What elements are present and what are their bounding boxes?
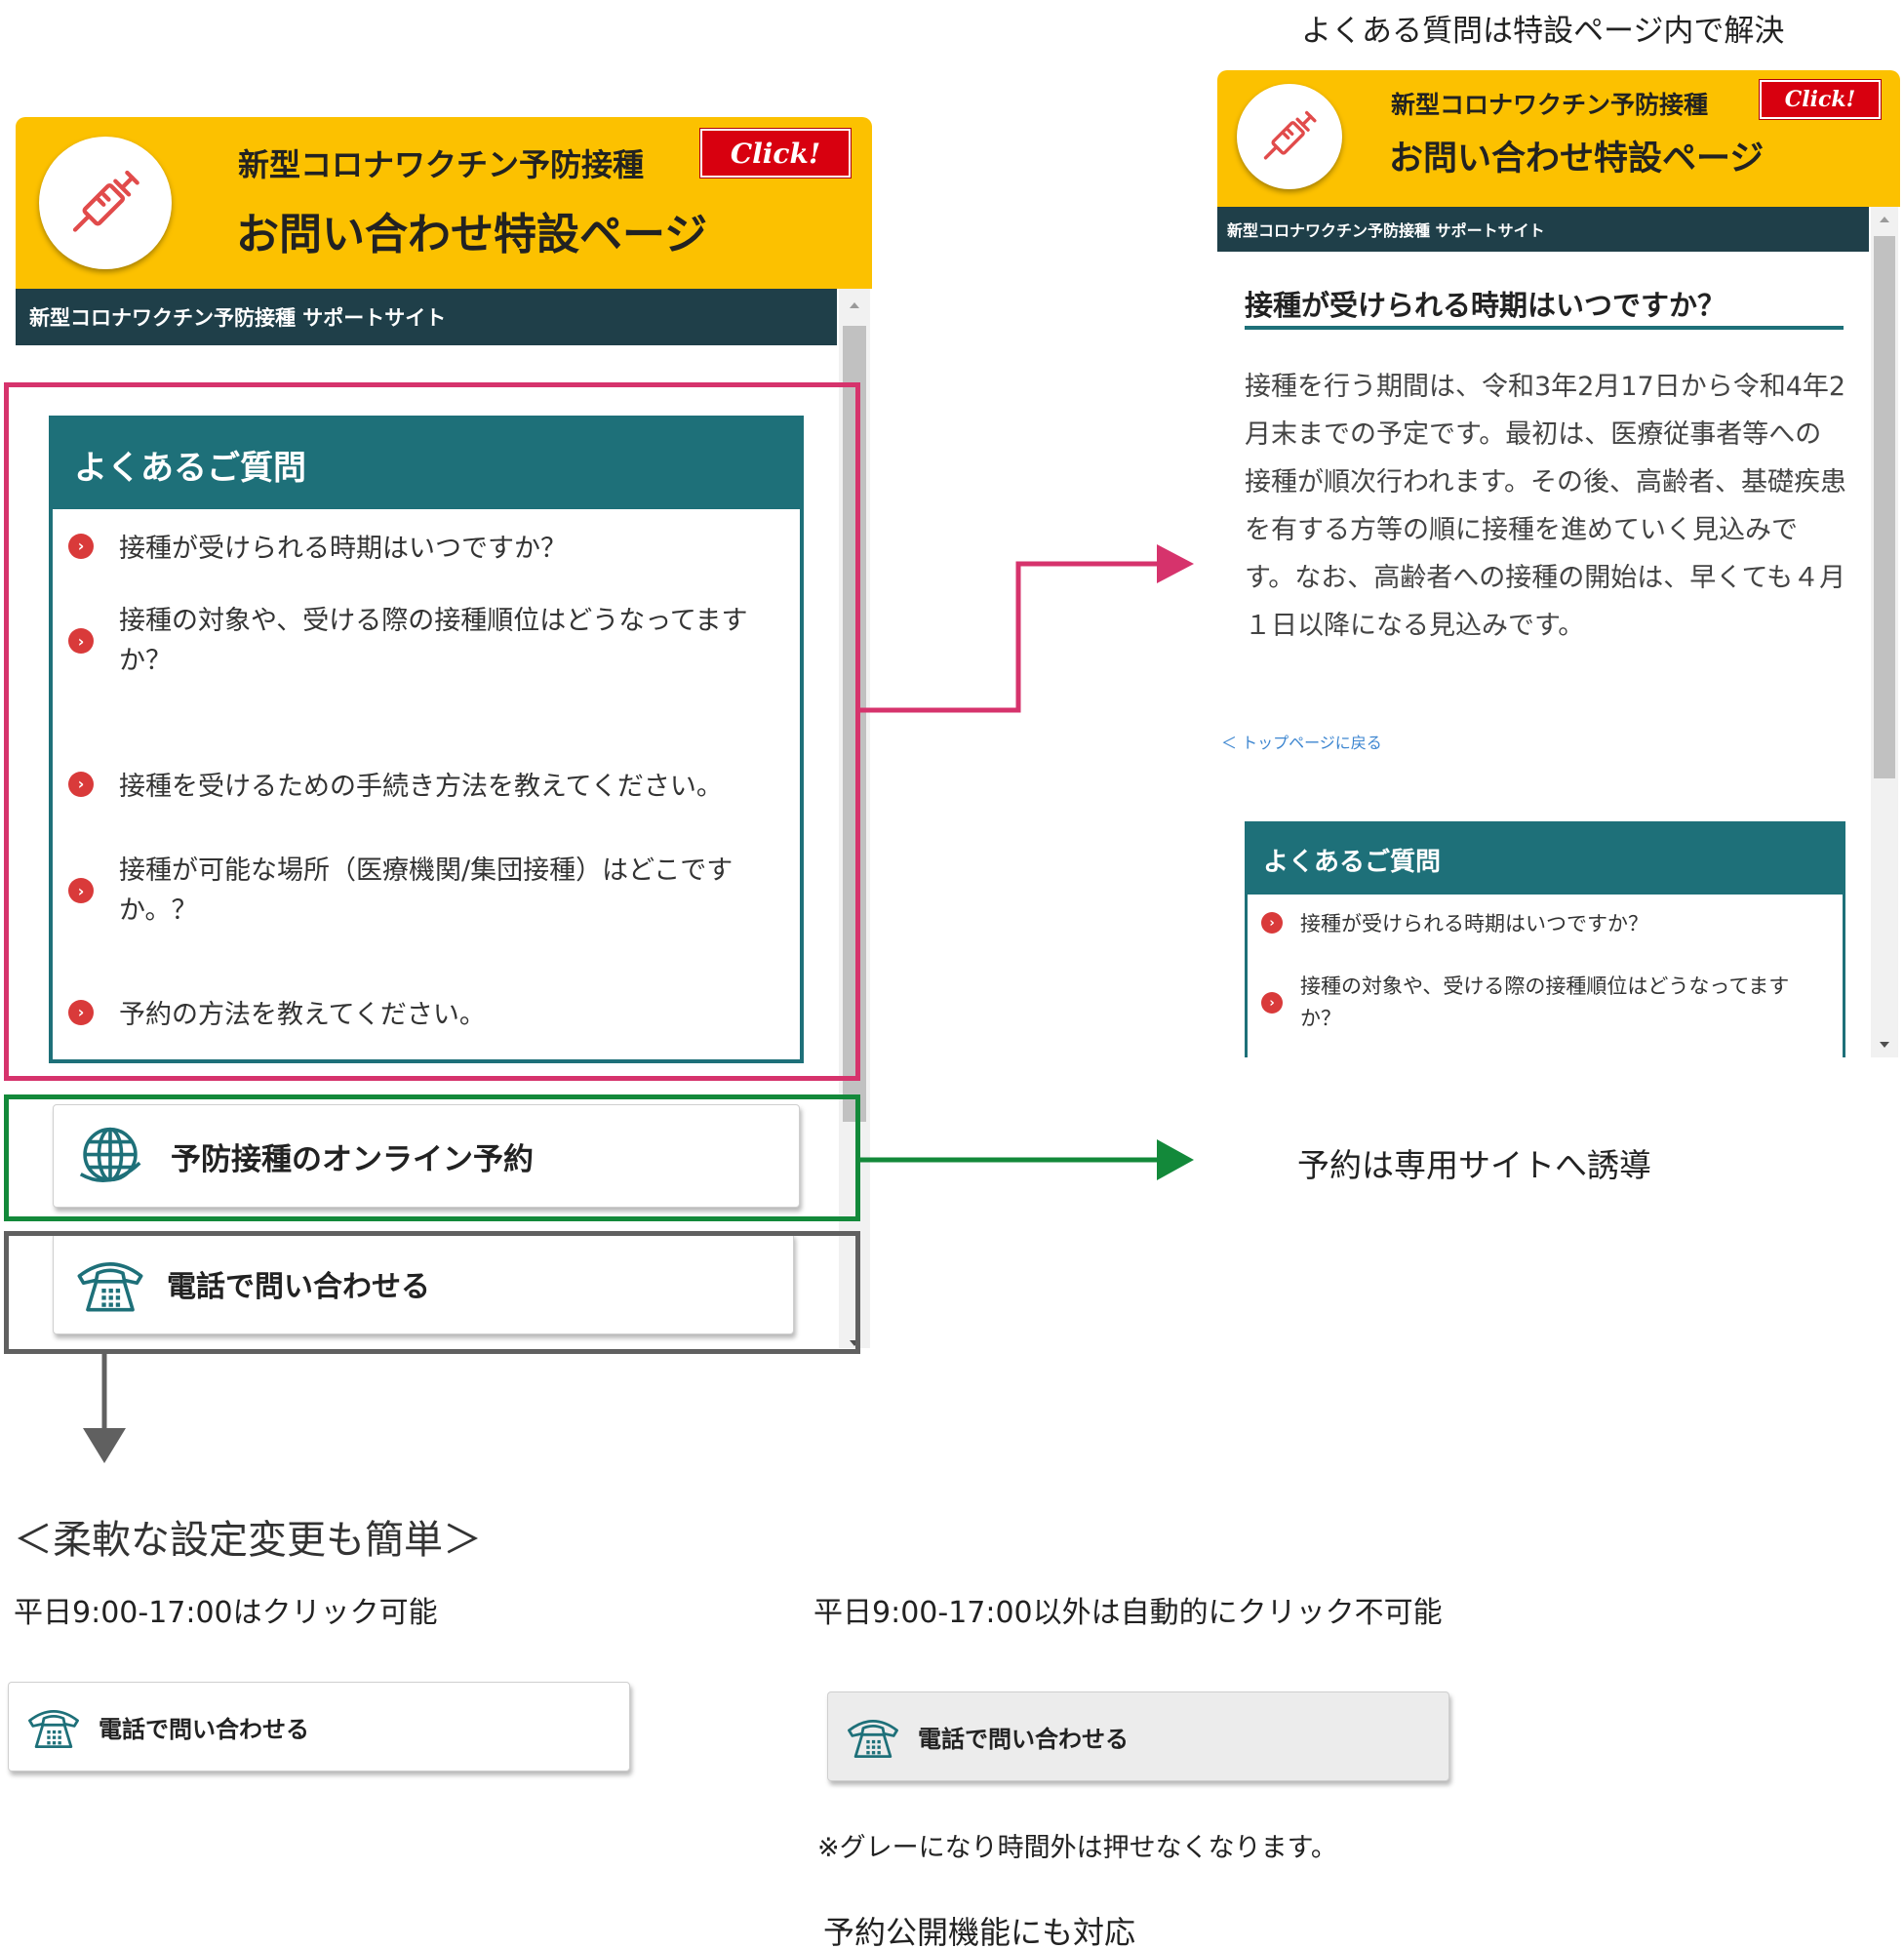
chevron-right-icon: › (68, 771, 94, 797)
faq-title: よくあるご質問 (53, 419, 800, 509)
faq-item[interactable]: › 接種の対象や、受ける際の接種順位はどうなってますか？ (68, 601, 771, 681)
left-scroll-down-arrow[interactable] (850, 1340, 859, 1346)
online-reservation-button[interactable]: 予防接種のオンライン予約 (53, 1104, 800, 1208)
pink-arrow (856, 544, 1194, 713)
syringe-icon-circle (39, 137, 172, 269)
reservation-publish-caption: 予約公開機能にも対応 (823, 1914, 1136, 1949)
header-title-line2: お問い合わせ特設ページ (1389, 139, 1765, 179)
header-title-line2: お問い合わせ特設ページ (236, 210, 708, 259)
right-faq-clip: よくあるご質問 › 接種が受けられる時期はいつですか？ › 接種の対象や、受ける… (1245, 821, 1845, 1057)
telephone-icon (28, 1709, 79, 1749)
right-support-site-bar: 新型コロナワクチン予防接種 サポートサイト (1217, 207, 1869, 252)
chevron-right-icon: › (68, 533, 94, 559)
online-reservation-label: 予防接種のオンライン予約 (171, 1141, 534, 1177)
faq-highlight-frame (4, 382, 860, 1081)
telephone-icon (848, 1719, 898, 1759)
gray-note: ※グレーになり時間外は押せなくなります。 (817, 1833, 1337, 1863)
syringe-icon (1263, 110, 1317, 160)
right-widget-header: 新型コロナワクチン予防接種 お問い合わせ特設ページ Click! (1217, 70, 1900, 207)
chevron-right-icon: › (1261, 992, 1283, 1014)
reservation-highlight-frame (4, 1094, 860, 1221)
chevron-right-icon: › (68, 999, 94, 1025)
weekday-enabled-caption: 平日9:00-17:00はクリック可能 (14, 1596, 438, 1630)
click-button[interactable]: Click! (699, 128, 852, 179)
faq-item[interactable]: › 予約の方法を教えてください。 (68, 993, 771, 1031)
phone-button-enabled[interactable]: 電話で問い合わせる (8, 1682, 630, 1771)
right-faq-box: よくあるご質問 › 接種が受けられる時期はいつですか？ › 接種の対象や、受ける… (1245, 821, 1845, 1057)
back-to-top-link[interactable]: ＜ トップページに戻る (1221, 734, 1382, 752)
faq-item[interactable]: › 接種が受けられる時期はいつですか？ (68, 527, 771, 565)
phone-highlight-frame (4, 1231, 860, 1354)
flexible-heading: ＜柔軟な設定変更も簡単＞ (14, 1518, 482, 1563)
article-title-underline (1245, 326, 1844, 330)
reservation-caption: 予約は専用サイトへ誘導 (1297, 1146, 1651, 1184)
right-scroll-up-arrow[interactable] (1880, 217, 1889, 222)
faq-title: よくあるご質問 (1248, 824, 1843, 895)
weekday-disabled-caption: 平日9:00-17:00以外は自動的にクリック不可能 (813, 1596, 1443, 1630)
left-support-site-bar: 新型コロナワクチン予防接種 サポートサイト (16, 289, 837, 345)
phone-button-disabled: 電話で問い合わせる (827, 1691, 1449, 1781)
gray-down-arrow (83, 1352, 126, 1463)
faq-item[interactable]: › 接種が受けられる時期はいつですか？ (1261, 908, 1827, 937)
article-title: 接種が受けられる時期はいつですか？ (1245, 289, 1726, 322)
phone-button[interactable]: 電話で問い合わせる (53, 1233, 794, 1334)
phone-button-label: 電話で問い合わせる (167, 1270, 430, 1304)
phone-button-label: 電話で問い合わせる (99, 1715, 309, 1743)
left-widget-header: 新型コロナワクチン予防接種 お問い合わせ特設ページ Click! (16, 117, 872, 289)
faq-item[interactable]: › 接種の対象や、受ける際の接種順位はどうなってますか？ (1261, 971, 1827, 1035)
header-title-line1: 新型コロナワクチン予防接種 (238, 146, 645, 183)
green-arrow (856, 1139, 1194, 1180)
left-scroll-up-arrow[interactable] (850, 302, 859, 308)
telephone-icon (77, 1262, 143, 1312)
top-right-caption: よくある質問は特設ページ内で解決 (1301, 14, 1785, 49)
left-faq-box: よくあるご質問 › 接種が受けられる時期はいつですか？ › 接種の対象や、受ける… (49, 416, 804, 1063)
phone-button-label: 電話で問い合わせる (918, 1725, 1129, 1753)
right-scroll-down-arrow[interactable] (1880, 1042, 1889, 1048)
right-scroll-thumb[interactable] (1874, 236, 1895, 778)
globe-icon (79, 1127, 141, 1182)
faq-item[interactable]: › 接種が可能な場所（医療機関/集団接種）はどこですか。？ (68, 851, 771, 931)
faq-item[interactable]: › 接種を受けるための手続き方法を教えてください。 (68, 765, 771, 803)
chevron-right-icon: › (1261, 912, 1283, 934)
left-scroll-thumb[interactable] (843, 326, 866, 1122)
syringe-icon-circle (1237, 84, 1342, 189)
chevron-right-icon: › (68, 878, 94, 903)
syringe-icon (72, 170, 139, 232)
chevron-right-icon: › (68, 628, 94, 654)
header-title-line1: 新型コロナワクチン予防接種 (1391, 91, 1709, 119)
click-button[interactable]: Click! (1759, 79, 1882, 120)
article-body: 接種を行う期間は、令和3年2月17日から令和4年2月末までの予定です。最初は、医… (1245, 372, 1846, 641)
